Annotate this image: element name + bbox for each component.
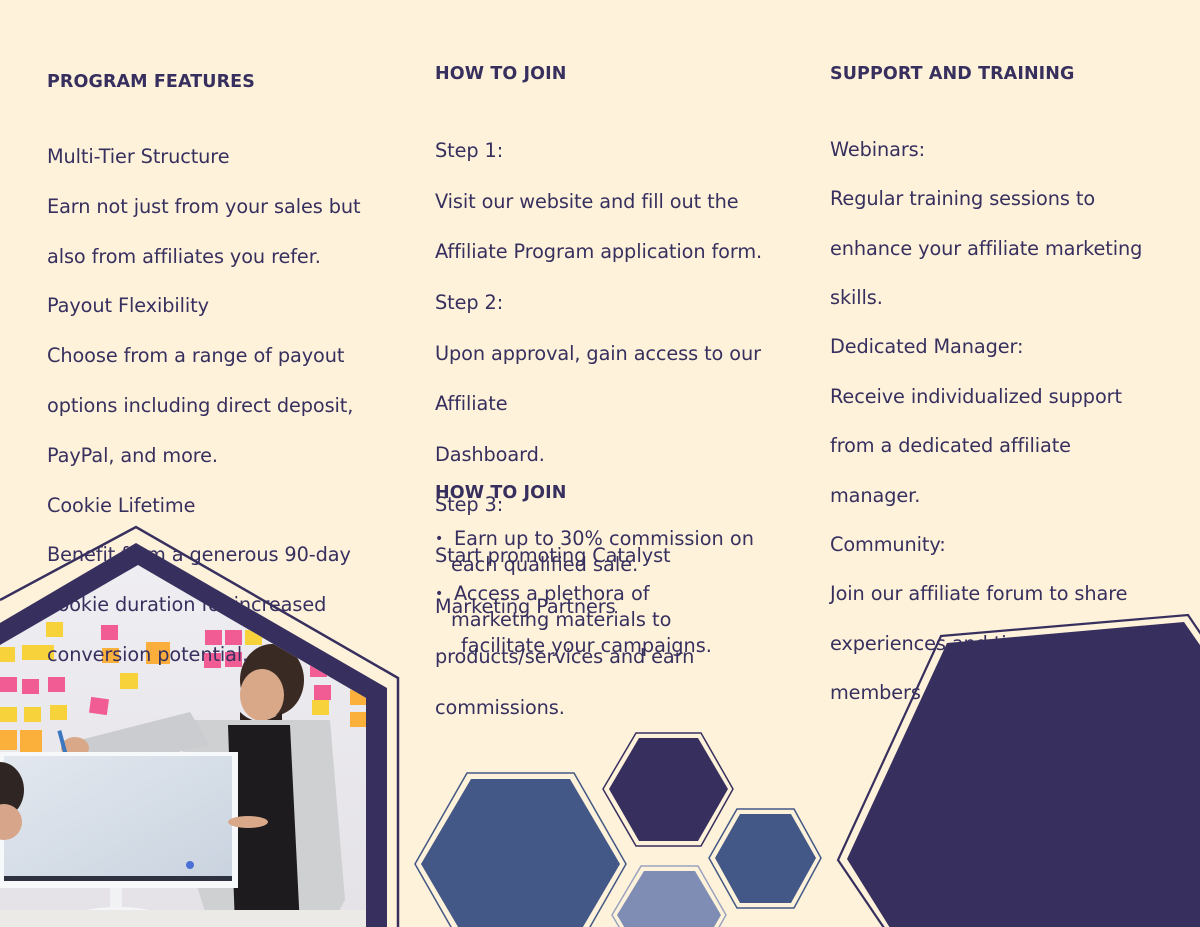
benefit-text: Access a plethora of bbox=[454, 581, 650, 605]
support-training-body: Webinars: Regular training sessions to e… bbox=[830, 113, 1190, 731]
how-to-join-steps: Step 1: Visit our website and fill out t… bbox=[435, 113, 805, 745]
bullet-icon: • bbox=[435, 585, 444, 602]
feature-text: Choose from a range of payout bbox=[47, 344, 345, 368]
support-title: Dedicated Manager: bbox=[830, 335, 1024, 359]
step-text: Start promoting Catalyst bbox=[435, 544, 671, 568]
bullet-icon: • bbox=[435, 531, 444, 547]
step-text: products/services and earn bbox=[435, 645, 695, 669]
benefits-list: • Earn up to 30% commission on each qual… bbox=[435, 526, 805, 659]
support-text: Receive individualized support bbox=[830, 384, 1122, 408]
feature-text: PayPal, and more. bbox=[47, 443, 218, 467]
benefit-text: Earn up to 30% commission on bbox=[454, 527, 754, 550]
support-training-heading: SUPPORT AND TRAINING bbox=[830, 64, 1075, 84]
program-features-section: PROGRAM FEATURES Multi-Tier Structure Ea… bbox=[47, 71, 407, 693]
benefits-heading: HOW TO JOIN bbox=[435, 483, 567, 503]
support-title: Webinars: bbox=[830, 137, 925, 161]
feature-title: Cookie Lifetime bbox=[47, 493, 196, 517]
support-text: from a dedicated affiliate bbox=[830, 434, 1071, 458]
program-features-heading: PROGRAM FEATURES bbox=[47, 72, 255, 92]
support-text: Join our affiliate forum to share bbox=[830, 582, 1128, 606]
benefit-text: each qualified sale. bbox=[451, 553, 639, 577]
step-label: Step 3: bbox=[435, 493, 504, 517]
step-text: commissions. bbox=[435, 695, 565, 719]
benefit-text: facilitate your campaigns. bbox=[461, 634, 712, 658]
feature-text: options including direct deposit, bbox=[47, 393, 354, 417]
step-text: Affiliate Program application form. bbox=[435, 240, 763, 264]
support-training-section: SUPPORT AND TRAINING Webinars: Regular t… bbox=[830, 63, 1190, 731]
step-text: Upon approval, gain access to our bbox=[435, 341, 761, 365]
feature-title: Multi-Tier Structure bbox=[47, 144, 230, 168]
program-features-body: Multi-Tier Structure Earn not just from … bbox=[47, 120, 407, 693]
support-text: experiences and tips with fellow bbox=[830, 631, 1138, 655]
step-label: Step 1: bbox=[435, 139, 504, 163]
benefit-item: • Access a plethora of marketing materia… bbox=[435, 581, 805, 660]
hexagon-cluster bbox=[414, 732, 822, 927]
support-text: skills. bbox=[830, 285, 883, 309]
support-text: manager. bbox=[830, 483, 921, 507]
step-text: Dashboard. bbox=[435, 442, 545, 466]
feature-text: Earn not just from your sales but bbox=[47, 194, 361, 218]
feature-text: cookie duration for increased bbox=[47, 593, 327, 617]
benefits-section: HOW TO JOIN • Earn up to 30% commission … bbox=[435, 482, 805, 659]
step-text: Visit our website and fill out the bbox=[435, 189, 739, 213]
feature-title: Payout Flexibility bbox=[47, 294, 209, 318]
sticky-notes bbox=[0, 622, 366, 752]
support-text: Regular training sessions to bbox=[830, 187, 1096, 211]
presentation-photo bbox=[0, 565, 366, 927]
support-text: members. bbox=[830, 681, 927, 705]
feature-text: Benefit from a generous 90-day bbox=[47, 543, 351, 567]
support-text: enhance your affiliate marketing bbox=[830, 236, 1143, 260]
support-title: Community: bbox=[830, 532, 946, 556]
feature-text: conversion potential. bbox=[47, 643, 249, 667]
feature-text: also from affiliates you refer. bbox=[47, 244, 321, 268]
benefit-item: • Earn up to 30% commission on each qual… bbox=[435, 526, 805, 579]
benefit-text: marketing materials to bbox=[451, 607, 672, 631]
how-to-join-heading: HOW TO JOIN bbox=[435, 64, 567, 84]
step-text: Affiliate bbox=[435, 392, 508, 416]
how-to-join-section: HOW TO JOIN Step 1: Visit our website an… bbox=[435, 63, 805, 745]
large-hexagon-right bbox=[836, 613, 1200, 927]
step-label: Step 2: bbox=[435, 291, 504, 315]
step-text: Marketing Partners bbox=[435, 594, 616, 618]
